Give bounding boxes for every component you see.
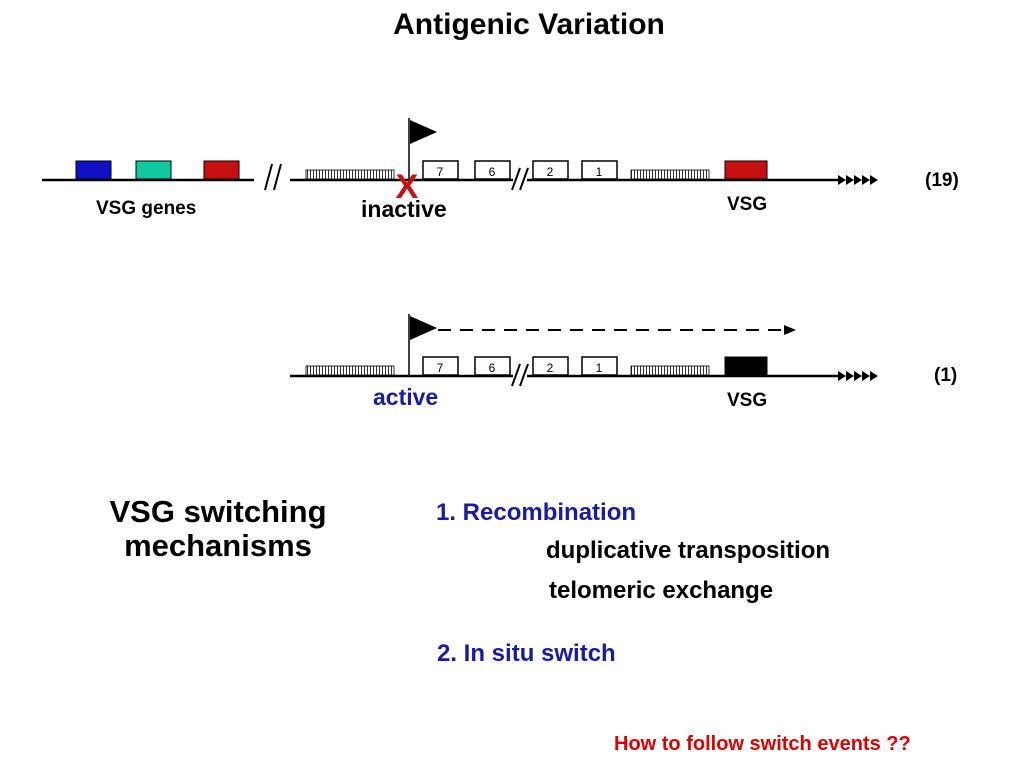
step-in-situ-switch: 2. In situ switch [437,640,616,667]
row2-box-7 [422,356,459,376]
row2-telomere-repeats [838,371,878,381]
block-mark: X [396,168,419,206]
row2-box-2-label: 2 [547,361,554,375]
row2-box-7-label: 7 [437,361,444,375]
row1-locus: 7 6 2 1 X [42,118,878,206]
step-duplicative-transposition: duplicative transposition [546,537,831,564]
row2-box-1-label: 1 [596,361,603,375]
closing-question: How to follow switch events ?? [614,733,911,755]
vsg-gene-teal [135,160,172,180]
row2-repeat-left [305,365,395,376]
row1-telomere-repeats [838,175,878,185]
row2-box-6 [474,356,511,376]
step-telomeric-exchange: telomeric exchange [549,577,774,604]
row2-vsg-label: VSG [727,390,768,411]
vsg-genes-label: VSG genes [96,198,197,219]
row2-box-1 [581,356,618,376]
mechanisms-title-line1: VSG switching [109,494,327,529]
row2-inner-break [511,363,529,387]
row2-count: (1) [934,365,958,386]
row2-box-6-label: 6 [489,361,496,375]
step-recombination: 1. Recombination [436,499,637,526]
page-title: Antigenic Variation [393,8,665,41]
row1-break-mark [264,163,282,191]
row1-box-7 [422,160,459,180]
row1-repeat-left [305,169,395,180]
row2-box-2 [532,356,569,376]
row2-vsg-gene [724,356,768,376]
row1-inner-break [511,167,529,191]
row2-locus: 7 6 2 1 [290,314,878,387]
row1-promoter-flag [410,120,437,144]
mechanisms-title-line2: mechanisms [124,528,312,563]
row1-repeat-right [630,169,710,180]
row1-box-1 [581,160,618,180]
inactive-label: inactive [361,196,447,222]
row1-vsg-label: VSG [727,194,768,215]
transcription-arrow-head [784,325,796,335]
row1-box-1-label: 1 [596,165,603,179]
vsg-gene-blue [75,160,112,180]
row1-box-6 [474,160,511,180]
row1-box-7-label: 7 [437,165,444,179]
vsg-gene-red [203,160,240,180]
row1-count: (19) [925,170,959,191]
row1-box-2 [532,160,569,180]
row1-box-6-label: 6 [489,165,496,179]
row2-repeat-right [630,365,710,376]
mechanisms-title: VSG switching mechanisms [88,495,348,563]
active-label: active [373,384,439,410]
row1-box-2-label: 2 [547,165,554,179]
row1-vsg-gene [724,160,768,180]
row2-promoter-flag [410,316,437,340]
